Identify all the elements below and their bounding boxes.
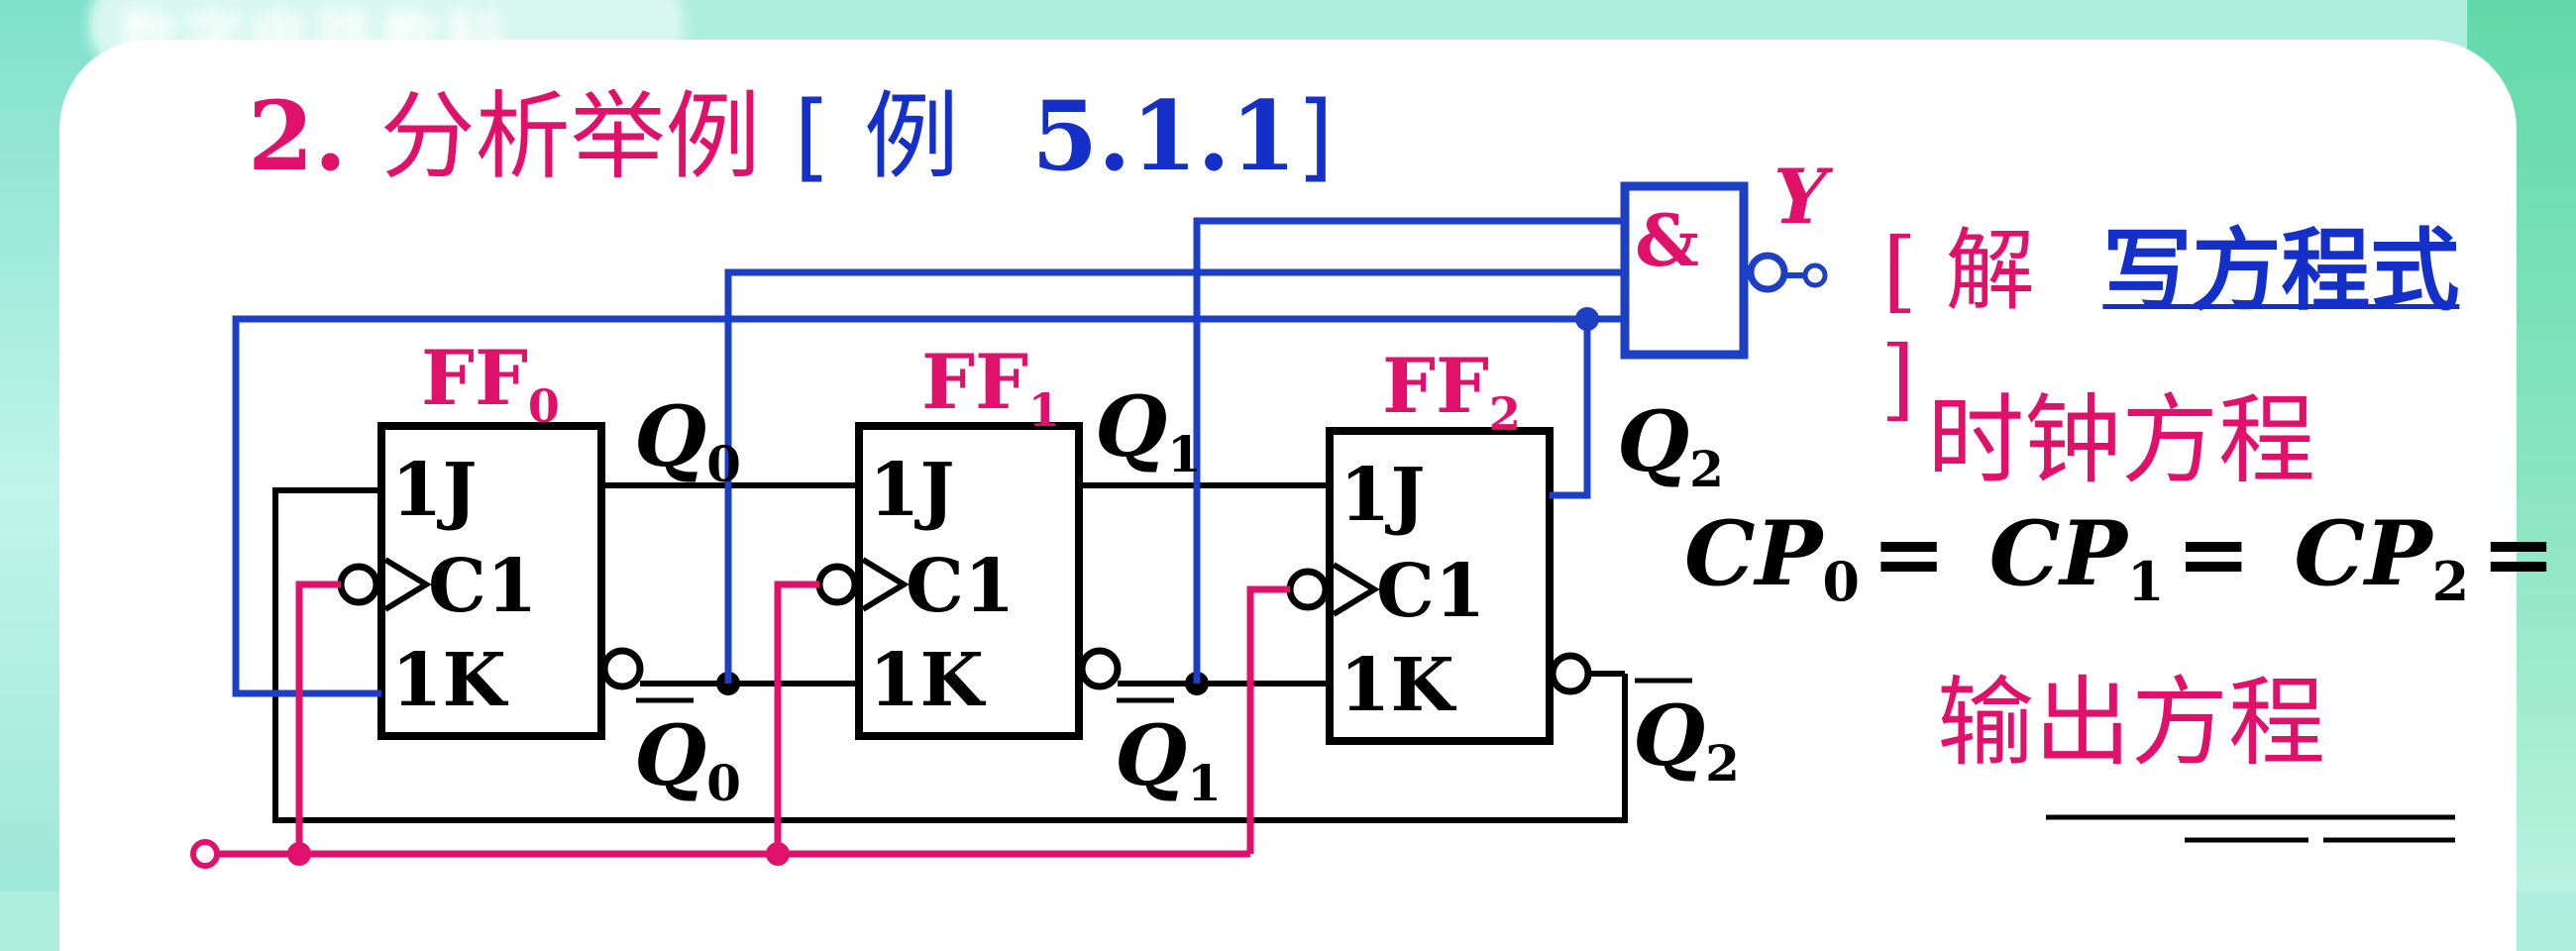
- solution-keyword: 解: [1945, 219, 2035, 323]
- title-bracket-open: [: [794, 81, 831, 192]
- wire-blue-qbar0-to-gate: [724, 268, 1625, 684]
- junction-q2-gate: [1575, 307, 1599, 331]
- ff0-label: FF0: [421, 334, 560, 433]
- ff0-pin-c1: C1: [428, 544, 537, 629]
- ff2-qbar-bubble: [1549, 652, 1592, 695]
- ff2-pin-1k: 1K: [1340, 643, 1456, 728]
- wire-blue-qbar1-to-gate: [1193, 217, 1625, 684]
- ff1-qbar-bubble: [1078, 647, 1122, 690]
- ff2-clock-bubble: [1286, 568, 1330, 611]
- wire-blue-feedback-k0: [232, 315, 1625, 697]
- gate-output-bubble: [1747, 252, 1788, 293]
- output-terminal: [1802, 263, 1828, 288]
- ff0-pin-1k: 1K: [391, 638, 508, 723]
- junction-clock-ff0: [287, 842, 311, 866]
- ff2-pin-1j: 1J: [1340, 453, 1426, 538]
- write-equations-link[interactable]: 写方程式: [2102, 219, 2460, 323]
- ff0-qbar-bubble: [600, 647, 644, 690]
- title-ref-prefix: 例: [863, 81, 959, 192]
- wire-clock-ff0: [295, 581, 341, 854]
- title-bracket-close: ]: [1296, 81, 1335, 192]
- junction-clock-ff1: [766, 842, 790, 866]
- q2-label: Q2: [1617, 392, 1724, 498]
- wire-blue-q2-to-gate: [1550, 319, 1591, 499]
- title-text: 分析举例: [379, 81, 761, 192]
- wire-feedback-bottom: [272, 487, 1628, 823]
- ff1-clock-triangle: [861, 557, 910, 612]
- circuit-diagram: FF0 FF1 FF2 1J C1 1K 1J C1 1K 1J C1 1K: [190, 153, 2576, 869]
- gate-symbol: &: [1635, 198, 1699, 282]
- wire-clock-ff1: [774, 581, 819, 854]
- solution-bracket-close: ]: [1880, 327, 1916, 431]
- clock-input-terminal: [190, 839, 220, 869]
- page-title: 2. 分析举例 [ 例 5.1.1]: [248, 59, 1334, 197]
- solution-heading: [ 解 写方程式: [1882, 198, 2459, 327]
- ff2-clock-triangle: [1332, 562, 1380, 617]
- ff1-pin-c1: C1: [906, 544, 1015, 629]
- q0-label: Q0: [634, 387, 741, 493]
- ff1-pin-1k: 1K: [869, 638, 986, 723]
- solution-bracket-open: [: [1882, 219, 1918, 323]
- ff1-pin-1j: 1J: [869, 448, 955, 533]
- output-equation-title: 输出方程: [1937, 667, 2326, 780]
- clock-equation-title: 时钟方程: [1927, 384, 2316, 497]
- ff2-label: FF2: [1382, 342, 1521, 441]
- nand-gate: [1620, 181, 1749, 360]
- q1-label: Q1: [1095, 377, 1202, 483]
- clock-equation: CP0= CP1= CP2= CP: [1684, 501, 2576, 613]
- ff0-clock-triangle: [383, 557, 432, 612]
- ff0-pin-1j: 1J: [391, 448, 478, 533]
- qbar2-label: Q2: [1633, 687, 1740, 792]
- ff0-clock-bubble: [337, 563, 380, 606]
- ff1-clock-bubble: [815, 563, 859, 606]
- title-number: 2.: [248, 80, 348, 192]
- output-y-label: Y: [1773, 153, 1834, 241]
- title-ref-number: 5.1.1: [1031, 80, 1297, 192]
- qbar1-label: Q1: [1115, 706, 1222, 812]
- qbar0-label: Q0: [634, 706, 741, 812]
- ff2-pin-c1: C1: [1376, 549, 1485, 634]
- ff1-label: FF1: [921, 338, 1060, 437]
- wire-clock-ff2: [1246, 585, 1290, 854]
